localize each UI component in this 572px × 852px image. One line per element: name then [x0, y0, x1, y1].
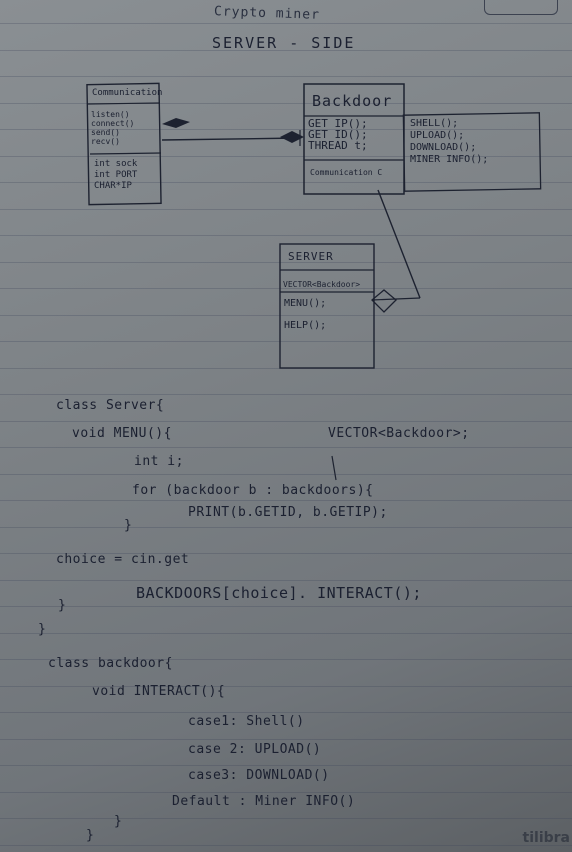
ruled-line	[0, 182, 572, 183]
server-method-1: MENU();	[284, 298, 327, 309]
ruled-line	[0, 421, 572, 422]
ruled-line	[0, 580, 572, 581]
code-line-case1: case1: Shell()	[188, 714, 305, 729]
code-line-choice: choice = cin.get	[56, 552, 190, 567]
ruled-line	[0, 739, 572, 740]
code-line-close-for: }	[124, 518, 133, 533]
communication-class-box	[86, 82, 162, 206]
ruled-line	[0, 633, 572, 634]
pointer-mark	[331, 455, 337, 481]
filled-diamond-icon	[280, 131, 304, 143]
ruled-line	[0, 235, 572, 236]
ruled-line	[0, 23, 572, 24]
ruled-line	[0, 686, 572, 687]
aggregation-link	[371, 189, 421, 313]
code-line-class-backdoor: class backdoor{	[48, 656, 173, 671]
ruled-line	[0, 262, 572, 263]
communication-field-2: int PORT	[94, 170, 138, 180]
backdoor-extra-4: MINER INFO();	[410, 154, 489, 165]
server-field: VECTOR<Backdoor>	[283, 280, 361, 289]
code-line-for: for (backdoor b : backdoors){	[132, 483, 374, 498]
code-line-int-i: int i;	[134, 454, 184, 469]
backdoor-extra-3: DOWNLOAD();	[410, 142, 477, 153]
server-class-box	[279, 243, 375, 369]
backdoor-extra-1: SHELL();	[410, 118, 459, 129]
code-line-void-menu: void MENU(){	[72, 426, 172, 441]
code-line-close-class: }	[38, 622, 47, 637]
ruled-line	[0, 288, 572, 289]
ruled-line	[0, 606, 572, 607]
ruled-line	[0, 315, 572, 316]
filled-diamond-icon	[162, 118, 190, 128]
composition-link	[161, 118, 304, 146]
ruled-line	[0, 209, 572, 210]
communication-class-name: Communication	[92, 88, 163, 98]
communication-method-2: connect()	[91, 119, 135, 128]
ruled-line	[0, 818, 572, 819]
code-line-print: PRINT(b.GETID, b.GETIP);	[188, 505, 388, 520]
backdoor-method-3: THREAD t;	[308, 139, 368, 152]
code-line-case3: case3: DOWNLOAD()	[188, 768, 330, 783]
ruled-line	[0, 659, 572, 660]
ruled-line	[0, 792, 572, 793]
communication-field-1: int sock	[94, 159, 138, 169]
ruled-line	[0, 845, 572, 846]
backdoor-class-box	[303, 83, 542, 195]
ruled-line	[0, 765, 572, 766]
page-subtitle: SERVER - SIDE	[212, 34, 356, 52]
ruled-line	[0, 341, 572, 342]
ruled-line	[0, 394, 572, 395]
code-line-default: Default : Miner INFO()	[172, 794, 356, 809]
ruled-line	[0, 103, 572, 104]
backdoor-method-2: GET ID();	[308, 128, 368, 141]
ruled-line	[0, 712, 572, 713]
ruled-line	[0, 156, 572, 157]
backdoor-method-1: GET IP();	[308, 117, 368, 130]
server-class-name: SERVER	[288, 250, 334, 263]
ruled-line	[0, 129, 572, 130]
hollow-diamond-icon	[371, 289, 397, 313]
ruled-line	[0, 50, 572, 51]
communication-method-3: send()	[91, 128, 120, 137]
code-line-close-backdoor: }	[86, 828, 95, 843]
notebook-brand: tilibra	[522, 830, 570, 846]
code-line-case2: case 2: UPLOAD()	[188, 742, 322, 757]
ruled-line	[0, 447, 572, 448]
communication-method-4: recv()	[91, 137, 120, 146]
code-line-interact-call: BACKDOORS[choice]. INTERACT();	[136, 584, 422, 602]
code-line-void-interact: void INTERACT(){	[92, 684, 226, 699]
backdoor-field: Communication C	[310, 168, 383, 177]
code-line-close-interact: }	[114, 814, 123, 829]
communication-method-1: listen()	[91, 110, 130, 119]
backdoor-class-name: Backdoor	[312, 92, 393, 110]
code-line-vector: VECTOR<Backdoor>;	[328, 426, 470, 441]
ruled-line	[0, 527, 572, 528]
server-method-2: HELP();	[284, 320, 327, 331]
communication-field-3: CHAR*IP	[94, 181, 132, 191]
ruled-line	[0, 500, 572, 501]
ruled-line	[0, 553, 572, 554]
backdoor-extra-2: UPLOAD();	[410, 130, 465, 141]
code-line-class-server: class Server{	[56, 398, 165, 413]
page-corner-tab	[484, 0, 558, 15]
ruled-line	[0, 474, 572, 475]
code-line-close-menu: }	[58, 598, 67, 613]
ruled-line	[0, 76, 572, 77]
